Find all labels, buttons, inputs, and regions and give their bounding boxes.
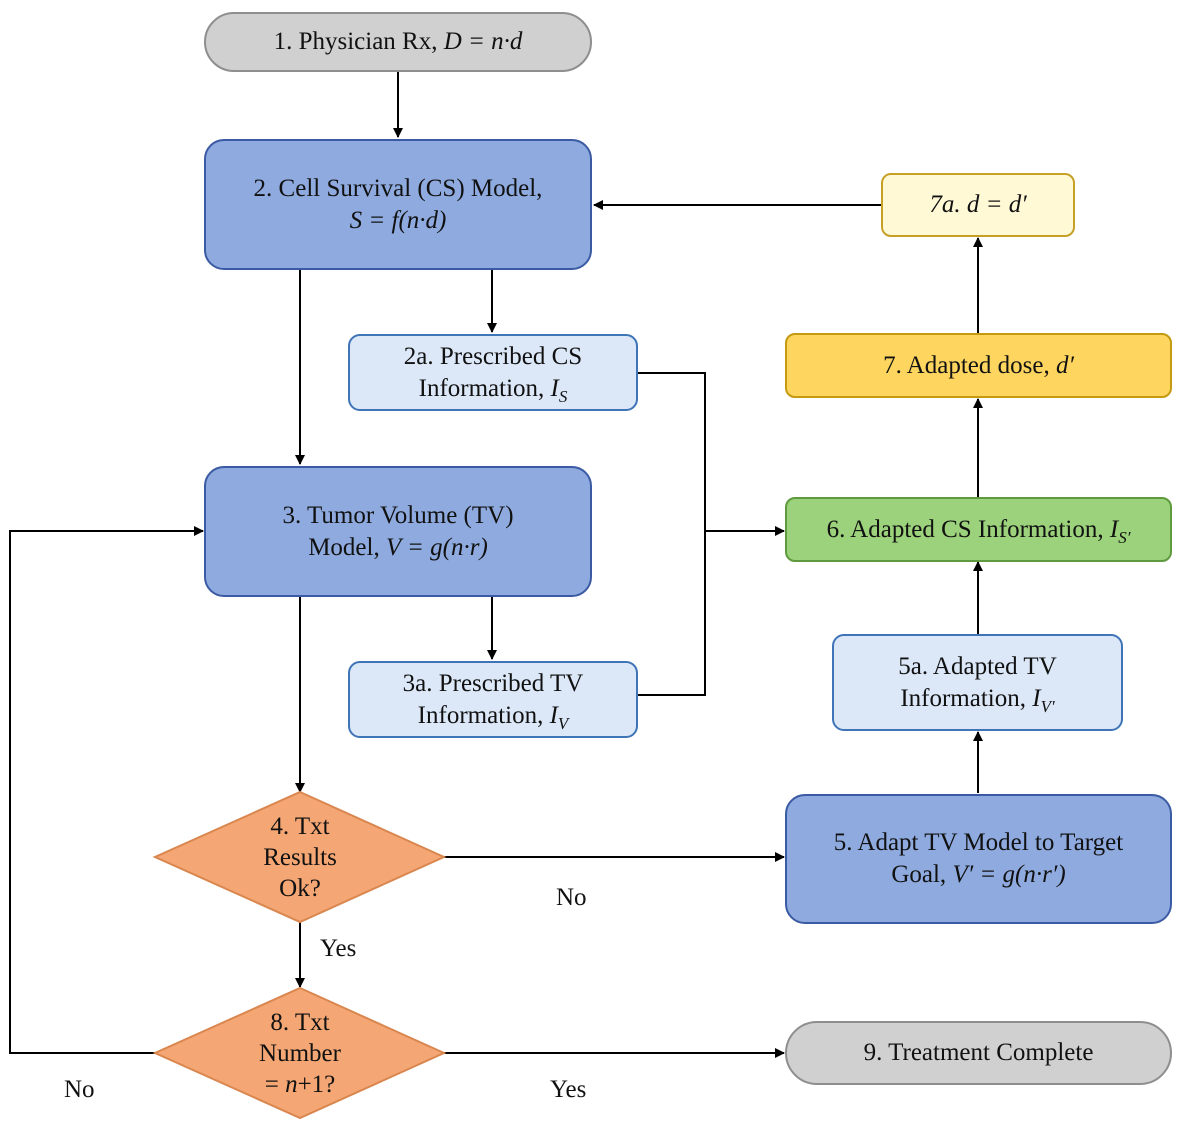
node-5-adapt-tv-model: 5. Adapt TV Model to Target Goal, V′ = g…: [785, 794, 1172, 924]
node-2-math: S = f(n·d): [349, 206, 447, 234]
node-8-line3-suffix: +1?: [297, 1071, 336, 1098]
node-8-line3-math: n: [285, 1071, 298, 1098]
node-3-math: V = g(n·r): [385, 533, 488, 561]
edge-label-8-no: No: [64, 1076, 95, 1103]
node-8-txt-number: 8. Txt Number = n+1?: [200, 1007, 400, 1100]
node-3a-math: I: [549, 701, 558, 729]
node-7a-new-dose: 7a. d = d′: [881, 173, 1075, 237]
node-6-math: I: [1109, 515, 1119, 543]
edge-8-to-3: [9, 526, 204, 1054]
node-1-math: D = n·d: [443, 28, 523, 55]
node-3a-subscript: V: [557, 713, 569, 733]
node-2a-line2: Information,: [418, 374, 551, 402]
node-4-txt-results-ok: 4. Txt Results Ok?: [200, 811, 400, 904]
node-3-line1: 3. Tumor Volume (TV): [282, 501, 514, 529]
node-1-text: 1. Physician Rx,: [273, 28, 444, 55]
node-3a-prescribed-tv-info: 3a. Prescribed TV Information, IV: [348, 661, 638, 738]
node-3-line2: Model,: [308, 533, 386, 561]
node-5-math: V′ = g(n·r′): [952, 861, 1066, 888]
decision-diamond-4: [152, 790, 447, 924]
node-7a-math: 7a. d = d′: [929, 191, 1027, 218]
node-9-text: 9. Treatment Complete: [863, 1039, 1094, 1066]
node-5-line2: Goal,: [891, 861, 953, 888]
node-2a-subscript: S: [558, 386, 568, 406]
node-5a-subscript: V′: [1040, 696, 1055, 716]
node-5a-adapted-tv-info: 5a. Adapted TV Information, IV′: [832, 634, 1123, 731]
node-6-subscript: S′: [1118, 527, 1131, 547]
node-7-text: 7. Adapted dose,: [883, 351, 1056, 379]
node-5a-math: I: [1032, 684, 1041, 712]
edge-label-4-no: No: [556, 884, 587, 911]
node-2-cell-survival-model: 2. Cell Survival (CS) Model, S = f(n·d): [204, 139, 592, 270]
node-8-line2: Number: [259, 1040, 341, 1067]
edge-label-4-yes: Yes: [320, 935, 357, 962]
node-7-adapted-dose: 7. Adapted dose, d′: [785, 333, 1172, 398]
edge-label-8-yes: Yes: [550, 1076, 587, 1103]
node-4-line3: Ok?: [279, 875, 321, 902]
node-8-line1: 8. Txt: [270, 1009, 330, 1036]
node-1-physician-rx: 1. Physician Rx, D = n·d: [204, 12, 592, 72]
node-5a-line2: Information,: [900, 684, 1033, 712]
node-2a-line1: 2a. Prescribed CS: [403, 342, 583, 370]
node-5a-line1: 5a. Adapted TV: [898, 652, 1057, 680]
node-6-adapted-cs-info: 6. Adapted CS Information, IS′: [785, 497, 1172, 562]
node-4-line2: Results: [263, 844, 337, 871]
node-3a-line1: 3a. Prescribed TV: [402, 669, 584, 697]
node-8-line3-prefix: =: [264, 1071, 286, 1098]
node-2-line1: 2. Cell Survival (CS) Model,: [253, 174, 543, 202]
node-2a-math: I: [550, 374, 559, 402]
node-3a-line2: Information,: [417, 701, 550, 729]
node-4-line1: 4. Txt: [270, 813, 330, 840]
node-2a-prescribed-cs-info: 2a. Prescribed CS Information, IS: [348, 334, 638, 411]
decision-diamond-8: [152, 986, 447, 1120]
node-5-line1: 5. Adapt TV Model to Target: [833, 829, 1124, 856]
node-9-treatment-complete: 9. Treatment Complete: [785, 1021, 1172, 1085]
edge-2a-3a-to-6: [638, 372, 706, 696]
node-6-text: 6. Adapted CS Information,: [826, 515, 1110, 543]
node-3-tumor-volume-model: 3. Tumor Volume (TV) Model, V = g(n·r): [204, 466, 592, 597]
node-7-math: d′: [1055, 351, 1074, 379]
